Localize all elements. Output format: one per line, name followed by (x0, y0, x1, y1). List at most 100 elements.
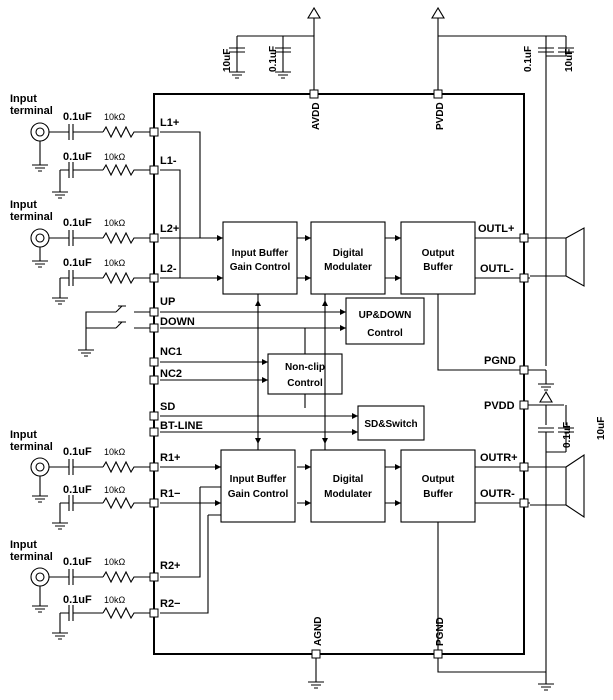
pin-outr-n: OUTR- (480, 488, 515, 500)
left-speaker (530, 227, 585, 287)
input-label-3a: Input (10, 429, 37, 441)
input-label-4a: Input (10, 539, 37, 551)
block-ibgc-r-1: Input Buffer (230, 474, 287, 485)
res-label-3: 10kΩ (104, 218, 126, 228)
digital-modulater-right-block (310, 449, 386, 523)
pin-pvdd-top-label: PVDD (435, 102, 446, 130)
pvdd-top-wire (437, 35, 574, 94)
res-label-4: 10kΩ (104, 258, 126, 268)
avdd-wire (237, 35, 315, 94)
cap-10uf-mid-label: 10uF (596, 417, 607, 440)
input-label-2b: terminal (10, 211, 53, 223)
block-dm-r-1: Digital (333, 474, 364, 485)
pin-r1p: R1+ (160, 452, 181, 464)
pin-down: DOWN (160, 316, 195, 328)
left-input-wiring (30, 122, 154, 621)
block-dm-r-2: Modulater (324, 489, 372, 500)
up-down-control-block (345, 297, 425, 345)
digital-modulater-left-block (310, 221, 386, 295)
pin-markers (149, 89, 529, 659)
avdd-supply-arrow (307, 6, 321, 36)
sd-switch-block (357, 405, 425, 441)
cap-10uf-top-right-label: 10uF (564, 49, 575, 72)
pin-l2n: L2- (160, 263, 177, 275)
pin-pvdd-mid: PVDD (484, 400, 515, 412)
vertical-links (257, 294, 326, 450)
pin-nc1: NC1 (160, 346, 182, 358)
pin-r1n: R1− (160, 488, 181, 500)
cap-label-4: 0.1uF (63, 257, 92, 269)
pin-l1p: L1+ (160, 117, 179, 129)
res-label-2: 10kΩ (104, 152, 126, 162)
output-buffer-right-block (400, 449, 476, 523)
cap-label-1: 0.1uF (63, 111, 92, 123)
pin-pgnd-mid: PGND (484, 355, 516, 367)
up-down-switches (85, 305, 154, 329)
block-dm-l-2: Modulater (324, 262, 372, 273)
cap-01uf-top-left (275, 36, 291, 60)
block-updown-1: UP&DOWN (359, 310, 412, 321)
pin-l1n: L1- (160, 155, 177, 167)
res-label-7: 10kΩ (104, 557, 126, 567)
res-label-1: 10kΩ (104, 112, 126, 122)
updown-wires (160, 311, 346, 329)
cap-01uf-mid-label: 0.1uF (562, 422, 573, 448)
block-ob-r-1: Output (422, 474, 455, 485)
block-ob-r-2: Buffer (423, 489, 453, 500)
pin-outr-p: OUTR+ (480, 452, 518, 464)
cap-label-5: 0.1uF (63, 446, 92, 458)
input-label-3b: terminal (10, 441, 53, 453)
cap-10uf-top-left-label: 10uF (222, 49, 233, 72)
cap-10uf-top-left (229, 36, 245, 60)
input-buffer-gain-control-left-block (222, 221, 298, 295)
nonclip-wires (160, 328, 306, 408)
block-ob-l-1: Output (422, 248, 455, 259)
cap-label-2: 0.1uF (63, 151, 92, 163)
chip-outline (153, 93, 525, 655)
pin-l2p: L2+ (160, 223, 179, 235)
block-dm-l-1: Digital (333, 248, 364, 259)
right-speaker (530, 453, 585, 519)
pvdd-r-supply-arrow (539, 390, 553, 403)
cap-label-3: 0.1uF (63, 217, 92, 229)
block-ibgc-r-2: Gain Control (228, 489, 289, 500)
pgnd-bot-wire (437, 522, 546, 673)
pin-outl-n: OUTL- (480, 263, 514, 275)
block-ibgc-l-1: Input Buffer (232, 248, 289, 259)
ground-symbols (32, 60, 554, 691)
input-buffer-gain-control-right-block (220, 449, 296, 523)
pin-avdd-label: AVDD (311, 102, 322, 130)
block-nonclip-2: Control (287, 378, 323, 389)
cap-label-7: 0.1uF (63, 556, 92, 568)
res-label-8: 10kΩ (104, 595, 126, 605)
input-label-1b: terminal (10, 105, 53, 117)
input-label-1a: Input (10, 93, 37, 105)
pin-r2n: R2− (160, 598, 181, 610)
res-label-5: 10kΩ (104, 447, 126, 457)
res-label-6: 10kΩ (104, 485, 126, 495)
block-sdswitch: SD&Switch (364, 419, 417, 430)
input-label-4b: terminal (10, 551, 53, 563)
pin-up: UP (160, 296, 175, 308)
block-ibgc-l-2: Gain Control (230, 262, 291, 273)
pin-sd: SD (160, 401, 175, 413)
cap-label-6: 0.1uF (63, 484, 92, 496)
pvdd-supply-arrow (431, 6, 445, 36)
block-nonclip-1: Non-clip (285, 362, 325, 373)
block-updown-2: Control (367, 328, 403, 339)
input-label-2a: Input (10, 199, 37, 211)
pin-outl-p: OUTL+ (478, 223, 514, 235)
pin-pgnd-bot-label: PGND (435, 617, 446, 646)
cap-label-8: 0.1uF (63, 594, 92, 606)
pin-bt: BT-LINE (160, 420, 203, 432)
right-signal-wires (160, 466, 524, 614)
cap-01uf-top-right-label: 0.1uF (523, 46, 534, 72)
pin-nc2: NC2 (160, 368, 182, 380)
pin-r2p: R2+ (160, 560, 181, 572)
left-signal-wires (160, 131, 524, 279)
block-ob-l-2: Buffer (423, 262, 453, 273)
cap-01uf-top-left-label: 0.1uF (268, 46, 279, 72)
pvdd-mid-caps (524, 404, 574, 453)
pin-agnd-label: AGND (313, 617, 324, 646)
